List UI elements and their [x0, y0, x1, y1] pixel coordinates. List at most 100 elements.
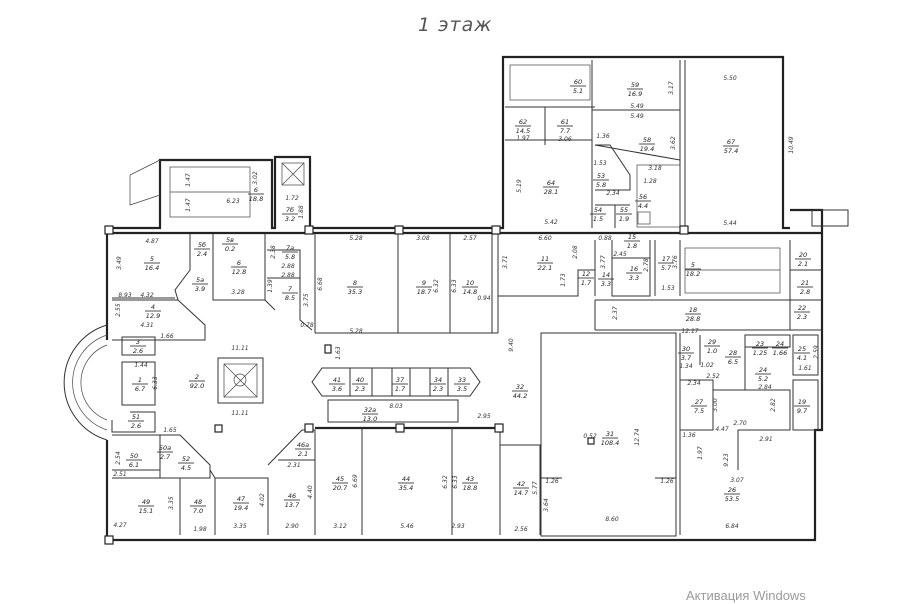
dimension-label: 5.50	[723, 75, 737, 82]
room-area: 22.1	[538, 264, 552, 272]
room-number: 48	[194, 498, 202, 506]
room-number: 47	[237, 495, 246, 503]
dimension-label: 11.11	[231, 345, 248, 352]
room-number: 21	[801, 279, 809, 287]
dimension-label: 1.97	[516, 135, 530, 142]
dimension-label: 5.19	[516, 179, 523, 193]
dimension-label: 2.57	[463, 235, 477, 242]
room-number: 7а	[286, 244, 294, 252]
room-label: 371.7	[392, 376, 408, 393]
room-area: 20.7	[333, 484, 348, 492]
room-number: 46	[288, 492, 296, 500]
room-area: 1.25	[753, 349, 767, 357]
room-label: 151.8	[624, 233, 640, 250]
room-number: 58	[643, 136, 651, 144]
room-label: 303.7	[678, 345, 694, 362]
room-area: 3.2	[285, 215, 295, 223]
room-area: 3.7	[681, 354, 692, 362]
room-number: 23	[756, 340, 764, 348]
room-number: 61	[561, 118, 569, 126]
room-label: 254.1	[794, 345, 810, 362]
room-area: 5.2	[758, 375, 768, 383]
room-number: 67	[727, 138, 736, 146]
floor-title: 1 этаж	[418, 14, 493, 36]
room-area: 2.7	[160, 453, 171, 461]
room-number: 45	[336, 475, 344, 483]
room-area: 3.3	[601, 280, 611, 288]
room-number: 5б	[198, 241, 206, 249]
room-number: 43	[466, 475, 474, 483]
room-area: 18.7	[417, 288, 432, 296]
room-area: 16.4	[145, 264, 159, 272]
room-area: 19.4	[640, 145, 654, 153]
dimension-label: 4.31	[140, 322, 153, 329]
room-number: 24	[759, 366, 767, 374]
room-area: 1.7	[581, 279, 592, 287]
room-label: 564.4	[635, 193, 651, 210]
room-number: 5	[691, 261, 695, 269]
room-label: 16.7	[132, 376, 148, 393]
dimension-label: 2.88	[281, 263, 295, 270]
room-area: 6.7	[135, 385, 146, 393]
room-area: 2.3	[433, 385, 443, 393]
dimension-label: 5.28	[349, 328, 363, 335]
room-label: 512.6	[128, 413, 144, 430]
room-label: 199.7	[794, 398, 810, 415]
dimension-label: 8.93	[118, 292, 132, 299]
room-label: 524.5	[178, 455, 194, 472]
room-label: 5а3.9	[192, 276, 208, 293]
dimension-label: 3.49	[116, 256, 123, 270]
room-label: 222.3	[794, 304, 810, 321]
dimension-label: 0.52	[583, 433, 597, 440]
dimension-label: 3.35	[168, 496, 175, 510]
room-label: 333.5	[454, 376, 470, 393]
room-area: 12.8	[232, 268, 246, 276]
room-area: 2.6	[131, 422, 141, 430]
dimension-label: 4.27	[113, 522, 127, 529]
dimension-label: 1.66	[160, 333, 174, 340]
dimension-label: 6.33	[152, 376, 159, 390]
room-number: 53	[597, 172, 605, 180]
dimension-label: 5.28	[349, 235, 363, 242]
dimension-label: 2.90	[285, 523, 299, 530]
room-number: 25	[798, 345, 806, 353]
room-label: 291.0	[704, 338, 720, 355]
room-label: 835.3	[347, 279, 363, 296]
room-area: 2.1	[798, 260, 808, 268]
room-label: 231.25	[752, 340, 768, 357]
room-area: 57.4	[724, 147, 738, 155]
room-label: 618.8	[248, 186, 264, 203]
room-number: 46а	[297, 441, 309, 449]
room-number: 20	[799, 251, 807, 259]
room-area: 14.5	[516, 127, 530, 135]
dimension-label: 1.39	[267, 279, 274, 293]
dimension-label: 2.38	[270, 245, 277, 259]
room-area: 13.7	[285, 501, 300, 509]
room-number: 51	[132, 413, 140, 421]
dimension-label: 9.40	[508, 338, 515, 352]
room-area: 0.2	[225, 245, 235, 253]
dimension-label: 2.84	[758, 384, 772, 391]
dimension-label: 5.77	[532, 481, 539, 495]
dimension-label: 6.60	[538, 235, 552, 242]
dimension-label: 2.88	[281, 272, 295, 279]
room-number: 62	[519, 118, 527, 126]
room-number: 5а	[196, 276, 204, 284]
room-labels: 516.45б2.45а3.9412.95в0.2612.87а5.878.56…	[126, 78, 813, 515]
room-number: 14	[602, 271, 610, 279]
room-area: 1.66	[773, 349, 787, 357]
room-label: 286.5	[725, 349, 741, 366]
dimension-label: 3.18	[648, 165, 662, 172]
room-label: 5б2.4	[194, 241, 210, 258]
room-area: 1.5	[593, 215, 603, 223]
dimension-label: 5.44	[723, 220, 737, 227]
room-area: 12.9	[146, 312, 160, 320]
room-number: 12	[582, 270, 590, 278]
